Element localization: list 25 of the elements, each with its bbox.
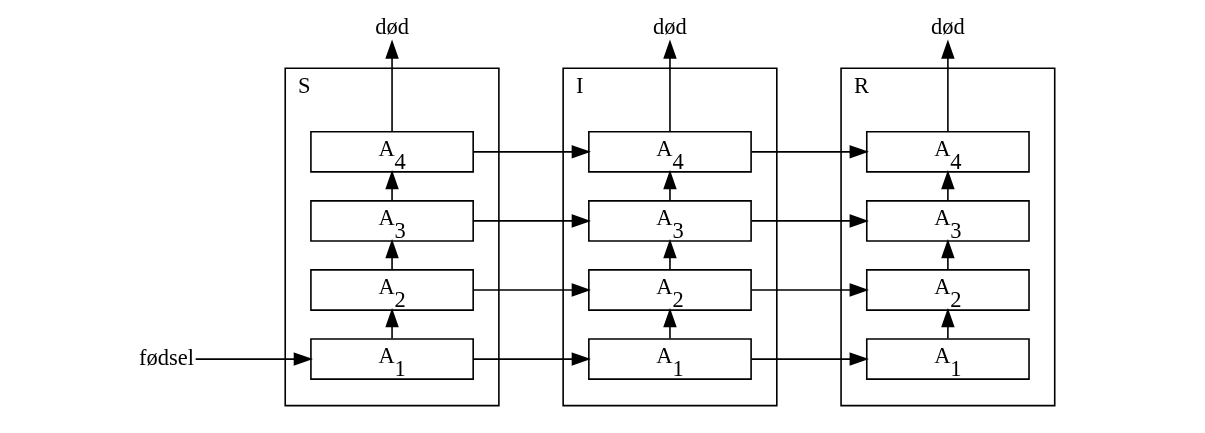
node-text: død bbox=[931, 14, 965, 40]
arrow bbox=[194, 352, 313, 366]
arrow bbox=[385, 169, 399, 202]
arrow bbox=[663, 239, 677, 271]
node-text: fødsel bbox=[139, 345, 194, 371]
arrow bbox=[941, 308, 955, 340]
arrow bbox=[941, 39, 955, 133]
arrow bbox=[385, 308, 399, 340]
arrow bbox=[941, 239, 955, 271]
node-text: død bbox=[375, 14, 409, 40]
arrow bbox=[750, 283, 869, 297]
arrow bbox=[385, 39, 399, 133]
arrow bbox=[663, 169, 677, 202]
arrow bbox=[663, 39, 677, 133]
arrow bbox=[750, 145, 869, 159]
arrow bbox=[750, 352, 869, 366]
arrow bbox=[750, 214, 869, 228]
arrow bbox=[663, 308, 677, 340]
arrow bbox=[473, 214, 591, 228]
node-text: død bbox=[653, 14, 687, 40]
arrow bbox=[941, 169, 955, 202]
arrow bbox=[473, 145, 591, 159]
arrow bbox=[473, 352, 591, 366]
arrow bbox=[385, 239, 399, 271]
arrow bbox=[473, 283, 591, 297]
